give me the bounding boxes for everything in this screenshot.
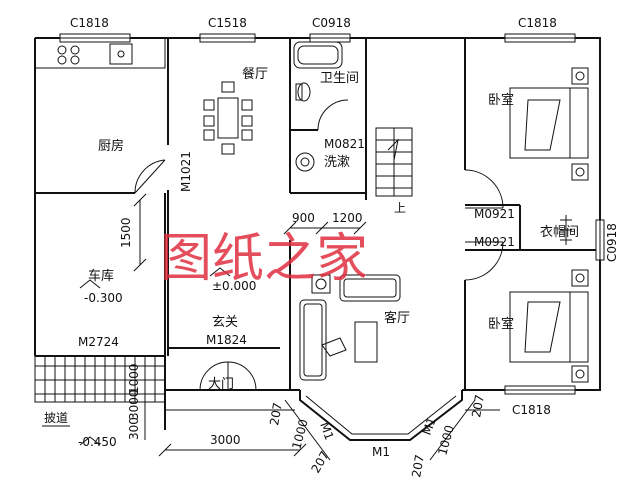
room-label-garage: 车库 — [88, 268, 114, 284]
main-door — [199, 361, 257, 391]
door-label-m0821: M0821 — [324, 137, 365, 151]
level-label-garage: -0.300 — [84, 291, 123, 305]
door-label-m0921b: M0921 — [474, 235, 515, 249]
living-furniture — [299, 274, 401, 381]
door-label-m2724: M2724 — [78, 335, 119, 349]
window-label-kitchen: C1818 — [70, 16, 109, 30]
door-label-m1: M1 — [372, 445, 390, 459]
room-label-main-door: 大门 — [208, 377, 234, 392]
dimension-lines — [133, 193, 500, 461]
dim-label-207d: 207 — [469, 394, 487, 419]
dim-label-207c: 207 — [409, 454, 427, 479]
window-label-closet: C0918 — [605, 223, 619, 262]
dim-label-1000a: 1000 — [289, 418, 310, 451]
dim-label-3000v: 3000 — [127, 389, 141, 420]
room-label-living: 客厅 — [384, 310, 410, 326]
room-label-foyer: 玄关 — [212, 315, 238, 330]
level-label-outside: -0.450 — [78, 435, 117, 449]
bath-fixtures — [293, 41, 349, 172]
dim-label-207a: 207 — [267, 402, 285, 427]
door-label-m1-left: M1 — [317, 420, 336, 442]
window-label-bedroom2: C1818 — [512, 403, 551, 417]
dim-label-300v: 300 — [127, 417, 141, 440]
door-label-m1824: M1824 — [206, 333, 247, 347]
window-label-bedroom1: C1818 — [518, 16, 557, 30]
bedroom2-door — [464, 241, 504, 281]
door-label-m0921a: M0921 — [474, 207, 515, 221]
room-label-bedroom1: 卧室 — [488, 92, 514, 108]
level-marker-foyer — [209, 267, 231, 277]
closet-rack — [560, 215, 572, 245]
level-marker-outside — [79, 436, 101, 446]
room-label-kitchen: 厨房 — [98, 138, 124, 154]
dim-label-1000b: 1000 — [435, 424, 456, 457]
room-label-bathroom: 卫生间 — [320, 71, 359, 86]
kitchen-fixtures — [34, 37, 166, 69]
window-label-dining: C1518 — [208, 16, 247, 30]
window-label-bath: C0918 — [312, 16, 351, 30]
bed-bottom — [509, 269, 589, 383]
dim-label-1200: 1200 — [332, 211, 363, 225]
bed-top — [509, 67, 589, 181]
dining-table — [203, 81, 253, 155]
stair-up-label: 上 — [394, 201, 406, 215]
level-label-foyer: ±0.000 — [212, 279, 256, 293]
staircase — [375, 127, 413, 197]
room-label-closet: 衣帽间 — [540, 224, 579, 240]
room-label-bedroom2: 卧室 — [488, 316, 514, 332]
door-label-m1-right: M1 — [420, 415, 439, 437]
dim-label-1000v: 1000 — [127, 363, 141, 394]
dim-label-3000: 3000 — [210, 433, 241, 447]
room-label-wash: 洗漱 — [324, 155, 350, 170]
ramp-label: 披道 — [44, 411, 68, 425]
ramp-hatch — [34, 355, 166, 403]
door-label-m1021: M1021 — [179, 151, 193, 192]
interior-walls — [35, 38, 600, 390]
dim-label-1500: 1500 — [119, 217, 133, 248]
dim-label-207b: 207 — [308, 449, 332, 476]
dim-label-900: 900 — [292, 211, 315, 225]
room-label-dining: 餐厅 — [242, 66, 268, 82]
bedroom1-door — [464, 169, 504, 209]
watermark: 图纸之家 — [160, 229, 368, 289]
level-marker-garage — [79, 279, 101, 289]
kitchen-door — [134, 159, 166, 194]
